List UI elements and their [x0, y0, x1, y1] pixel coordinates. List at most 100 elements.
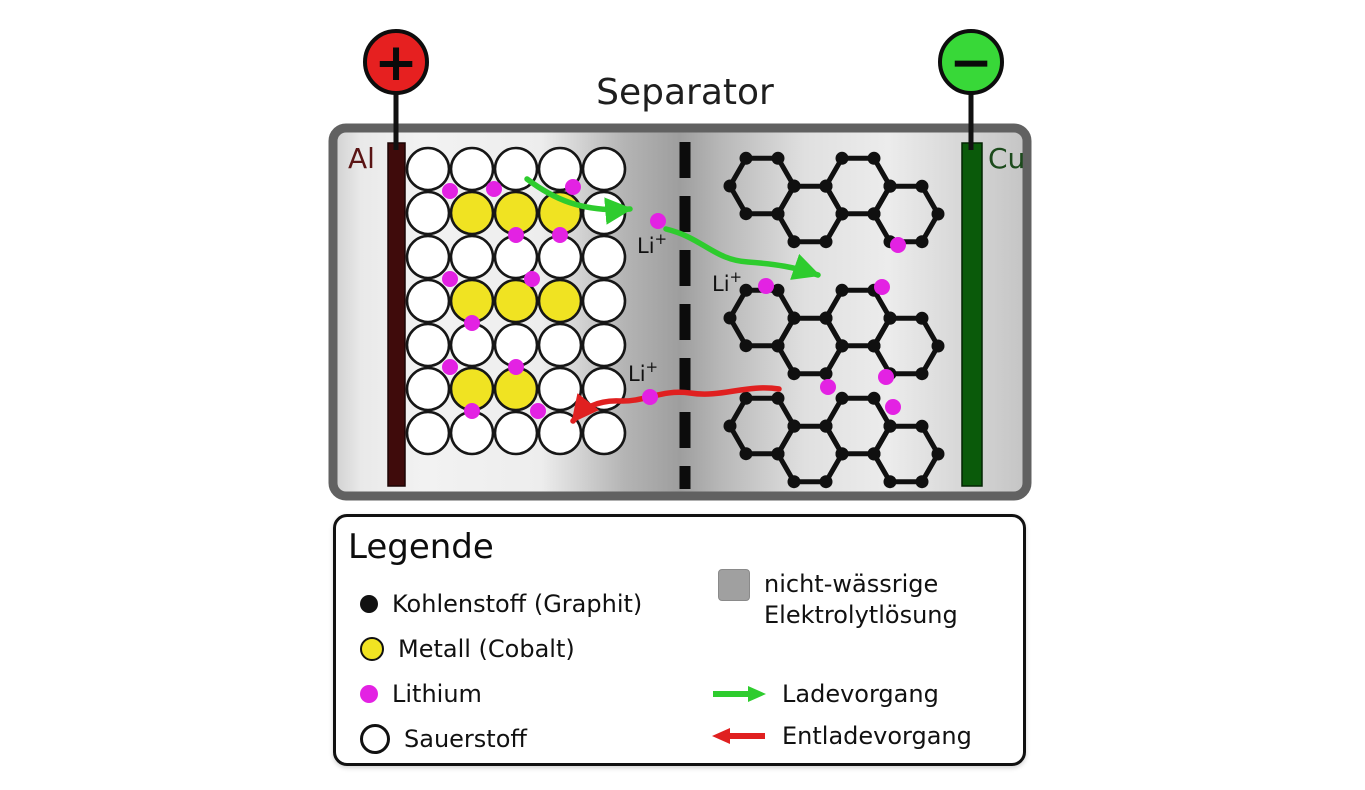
lithium-ion [524, 271, 540, 287]
carbon-atom [819, 419, 833, 433]
carbon-atom [787, 179, 801, 193]
lithium-ion [565, 179, 581, 195]
oxygen-atom [581, 190, 627, 236]
electrolyte-label-line2: Elektrolytlösung [764, 601, 958, 629]
legend-left-column: Kohlenstoff (Graphit) Metall (Cobalt) Li… [360, 587, 642, 756]
lithium-ion [442, 271, 458, 287]
oxygen-atom [581, 146, 627, 192]
lithium-ion [530, 403, 546, 419]
charge-arrow-icon [713, 686, 766, 702]
carbon-atom [931, 207, 945, 221]
discharge-arrow [570, 385, 782, 424]
carbon-atom [835, 207, 849, 221]
carbon-atom [835, 447, 849, 461]
lithium-ion [650, 213, 666, 229]
separator-title: Separator [596, 72, 774, 113]
carbon-dot-icon [360, 595, 378, 613]
lithium-ion [885, 399, 901, 415]
carbon-atom [771, 339, 785, 353]
carbon-atom [771, 283, 785, 297]
carbon-atom [787, 475, 801, 489]
legend-item-label: Lithium [392, 680, 482, 708]
lithium-ion [878, 369, 894, 385]
lithium-ion [820, 379, 836, 395]
charge-arrow [663, 226, 821, 280]
oxygen-atom [405, 278, 451, 324]
plus-terminal: + [363, 29, 429, 150]
minus-terminal-circle [938, 29, 1004, 95]
lithium-ion [890, 237, 906, 253]
lithium-dot-icon [360, 685, 378, 703]
discharge-arrow-icon [712, 728, 765, 744]
carbon-atom [771, 391, 785, 405]
battery-cell-diagram: Li+ Li+ Li+ Al Cu + − Separator [328, 29, 1032, 501]
lithium-ion [486, 181, 502, 197]
charge-arrow [524, 176, 633, 225]
carbon-atom [819, 311, 833, 325]
legend-item-charge: Ladevorgang [710, 677, 939, 711]
carbon-atom [739, 391, 753, 405]
oxygen-atom [537, 366, 583, 412]
li-ion-label: Li+ [637, 230, 667, 258]
oxygen-atom [405, 190, 451, 236]
lithium-ion [464, 403, 480, 419]
process-arrows [524, 176, 821, 424]
oxygen-atom [405, 322, 451, 368]
li-ion-labels: Li+ Li+ Li+ [628, 230, 742, 386]
li-ion-label: Li+ [712, 268, 742, 296]
charge-label: Ladevorgang [782, 680, 939, 708]
al-electrode-label: Al [348, 142, 375, 175]
oxygen-atom [405, 366, 451, 412]
oxygen-atom [493, 410, 539, 456]
legend-item-discharge: Entladevorgang [710, 719, 972, 753]
lithium-ion [442, 183, 458, 199]
carbon-atom [739, 283, 753, 297]
carbon-atom [739, 447, 753, 461]
oxygen-atom [537, 410, 583, 456]
carbon-atom [739, 207, 753, 221]
carbon-atom [771, 447, 785, 461]
carbon-atom [867, 207, 881, 221]
legend-panel: Legende Kohlenstoff (Graphit) Metall (Co… [333, 514, 1026, 766]
lithium-ion [758, 278, 774, 294]
carbon-atom [787, 367, 801, 381]
oxygen-atom [405, 410, 451, 456]
plus-terminal-circle [363, 29, 429, 95]
lithium-ion [508, 359, 524, 375]
carbon-atom [915, 475, 929, 489]
minus-symbol: − [949, 33, 993, 93]
cobalt-atom [537, 278, 583, 324]
oxygen-circle-icon [360, 724, 390, 754]
cu-electrode-bar [961, 142, 983, 487]
legend-item-lithium: Lithium [360, 677, 642, 711]
electrolyte-square-icon [718, 569, 750, 601]
carbon-atom [819, 179, 833, 193]
cobalt-atom [493, 278, 539, 324]
oxygen-atom [581, 234, 627, 280]
legend-item-label: Kohlenstoff (Graphit) [392, 590, 643, 618]
legend-item-electrolyte: nicht-wässrige Elektrolytlösung [718, 569, 958, 631]
cu-electrode-label: Cu [988, 142, 1025, 175]
carbon-atom [787, 235, 801, 249]
cobalt-circle-icon [360, 637, 384, 661]
carbon-atom [835, 391, 849, 405]
oxygen-atom [537, 322, 583, 368]
li-ion-label: Li+ [628, 358, 658, 386]
oxygen-atom [449, 146, 495, 192]
lithium-ions [442, 179, 906, 419]
carbon-atom [819, 235, 833, 249]
oxygen-atom [581, 322, 627, 368]
carbon-atom [835, 151, 849, 165]
carbon-atom [771, 207, 785, 221]
plus-symbol: + [374, 33, 418, 93]
carbon-atom [915, 235, 929, 249]
cobalt-atom [449, 190, 495, 236]
carbon-atom [867, 447, 881, 461]
lithium-ion [464, 315, 480, 331]
carbon-atom [771, 151, 785, 165]
carbon-atom [787, 311, 801, 325]
oxygen-atom [449, 234, 495, 280]
legend-item-label: Metall (Cobalt) [398, 635, 575, 663]
carbon-atom [835, 283, 849, 297]
